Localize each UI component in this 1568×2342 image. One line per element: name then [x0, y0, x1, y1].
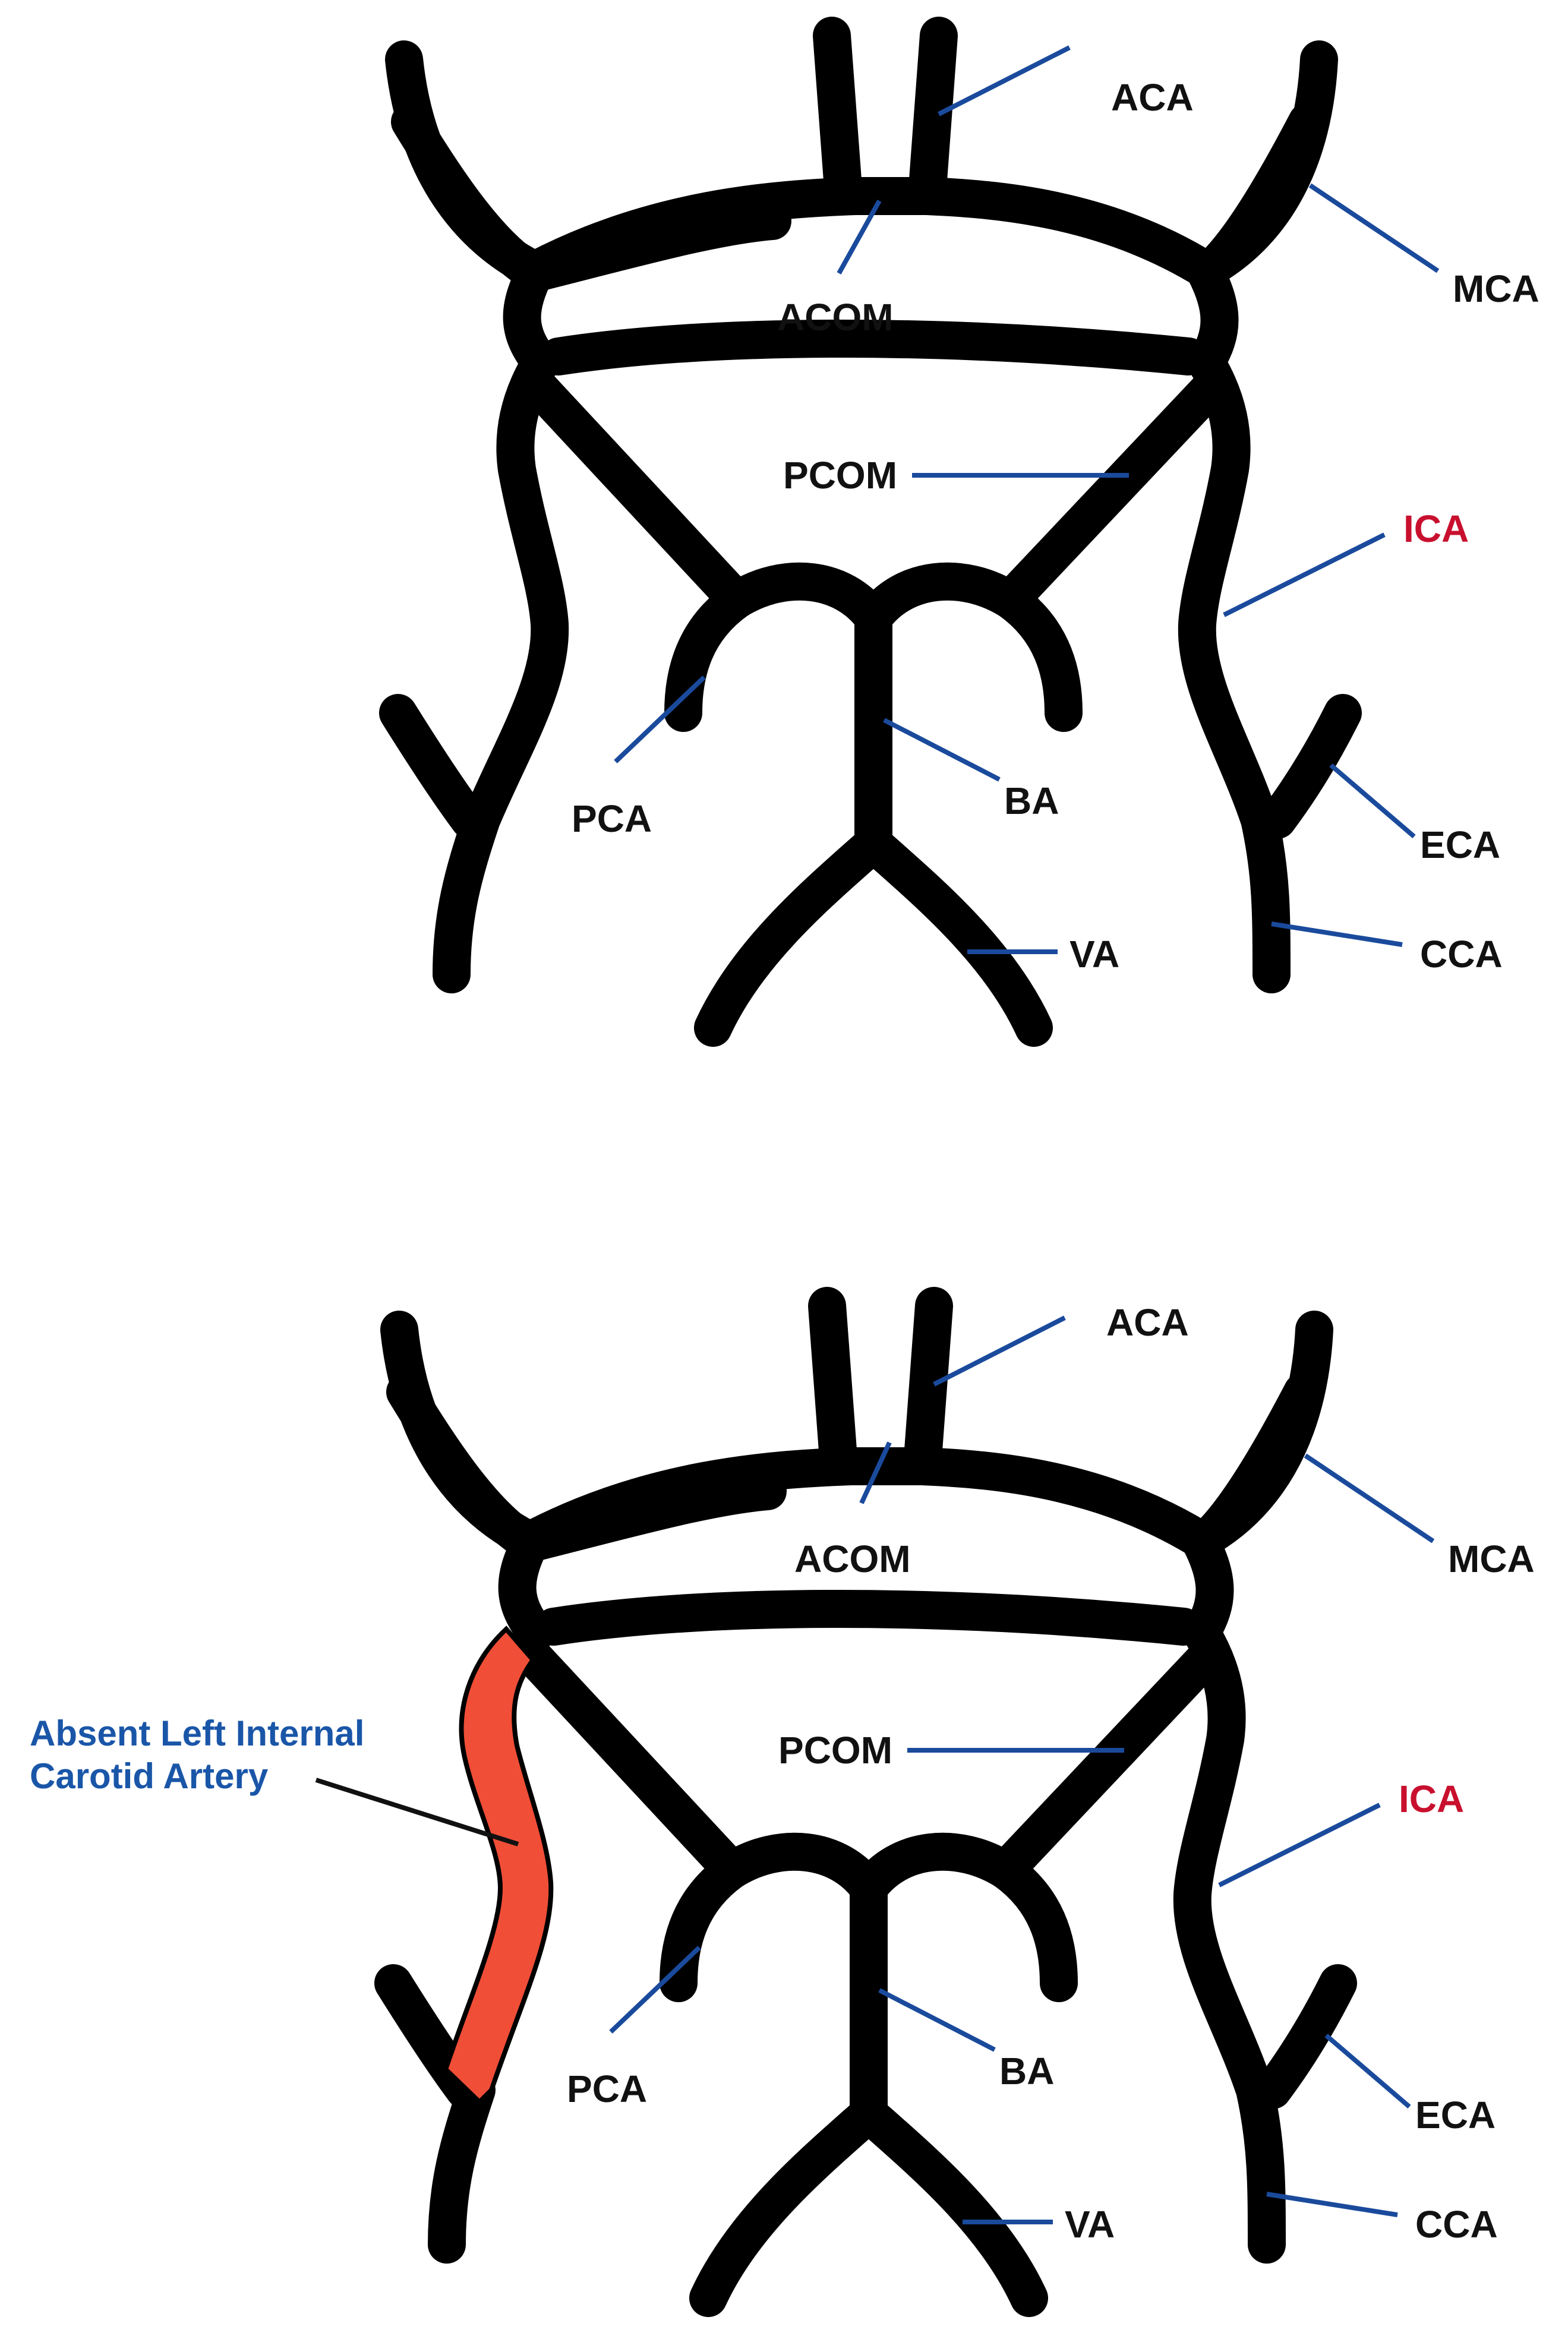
label-mca: MCA — [1453, 267, 1539, 310]
vessel-icat-left-lumen — [521, 207, 786, 287]
vessel-p1-right-lumen — [860, 567, 1024, 632]
panel-normal-anatomy: ACA ACOM MCA PCOM ICA PCA BA ECA VA CCA — [379, 17, 1539, 1047]
vessel-va-right-lumen — [860, 830, 1048, 1041]
vessel-pcom-top-lumen — [540, 1595, 1197, 1640]
annotation-line-1: Absent Left Internal — [30, 1713, 364, 1753]
leader-cca — [1266, 2192, 1398, 2217]
vessel-mca-left-lumen — [392, 1378, 544, 1557]
vessel-labels: ACA ACOM MCA PCOM ICA PCA BA ECA VA CCA — [572, 76, 1539, 976]
vessel-eca-right-lumen — [1264, 699, 1356, 834]
label-cca: CCA — [1415, 2203, 1498, 2246]
label-eca: ECA — [1420, 823, 1500, 866]
leader-ba — [883, 718, 1001, 782]
label-pcom: PCOM — [783, 454, 897, 497]
vessel-mca-right-lumen — [1188, 1378, 1316, 1557]
label-aca: ACA — [1106, 1301, 1189, 1344]
vessel-aca-stem-right-lumen — [908, 1292, 948, 1480]
vessel-pca-right-lumen — [992, 1857, 1072, 1997]
vessel-pcom-left-lumen — [519, 1643, 746, 1884]
leader-acom — [837, 200, 882, 274]
vessel-icat-left-lumen — [516, 1478, 781, 1557]
leader-ica — [1223, 532, 1386, 617]
vessel-p1-left-lumen — [718, 1838, 882, 1902]
label-eca: ECA — [1415, 2094, 1496, 2136]
vessel-va-right-lumen — [855, 2100, 1043, 2312]
vessel-ic-right-lumen — [1183, 260, 1285, 988]
leader-aca — [933, 1315, 1066, 1387]
vessel-aca-stem-left-lumen — [818, 22, 857, 210]
label-ica: ICA — [1399, 1778, 1464, 1820]
leader-mca — [1304, 1453, 1435, 1544]
label-acom: ACOM — [794, 1538, 911, 1580]
leader-cca — [1271, 921, 1403, 947]
vessel-pcom-right-lumen — [992, 1643, 1221, 1884]
vessel-labels: ACA ACOM MCA PCOM ICA PCA BA ECA VA CCA … — [30, 1301, 1535, 2246]
vessel-eca-right-lumen — [1259, 1969, 1352, 2104]
label-pca: PCA — [572, 797, 652, 840]
vessel-ic-right-lumen — [1178, 1530, 1280, 2258]
leader-absent-ica — [315, 1778, 519, 1847]
leader-aca — [938, 45, 1071, 116]
vessel-eca-left-lumen — [384, 699, 483, 834]
leader-acom — [859, 1441, 892, 1504]
label-pcom: PCOM — [778, 1729, 892, 1772]
vessel-pcom-right-lumen — [996, 373, 1226, 614]
label-pca: PCA — [567, 2068, 647, 2110]
vessel-cca-left-inner — [433, 2076, 490, 2258]
label-mca: MCA — [1448, 1538, 1535, 1580]
label-va: VA — [1065, 2203, 1115, 2246]
leader-ica — [1218, 1803, 1381, 1888]
label-acom: ACOM — [777, 296, 894, 339]
leader-pca — [614, 676, 706, 763]
vessel-va-left-lumen — [699, 830, 887, 1041]
vessel-drawing — [379, 17, 1362, 1047]
leader-pca — [609, 1946, 701, 2034]
label-ba: BA — [1004, 779, 1059, 822]
vessel-aca-stem-right-lumen — [913, 22, 952, 210]
vessel-mca-right-lumen — [1192, 108, 1321, 287]
leader-mca — [1308, 183, 1440, 273]
panel-absent-left-ica: ACA ACOM MCA PCOM ICA PCA BA ECA VA CCA … — [30, 1287, 1535, 2317]
vessel-va-left-lumen — [695, 2100, 882, 2312]
label-va: VA — [1069, 933, 1119, 976]
vessel-pca-right-lumen — [996, 586, 1077, 727]
label-ica: ICA — [1403, 507, 1469, 550]
leader-ba — [878, 1988, 996, 2052]
vessel-drawing — [374, 1287, 1357, 2317]
vessel-aca-stem-left-lumen — [813, 1292, 853, 1480]
vessel-p1-right-lumen — [855, 1838, 1019, 1902]
vessel-ic-left-lumen — [438, 260, 564, 988]
label-cca: CCA — [1420, 933, 1503, 976]
label-ba: BA — [999, 2050, 1054, 2092]
vessel-p1-left-lumen — [723, 567, 887, 632]
vessel-mca-left-lumen — [396, 108, 548, 287]
vessel-pcom-top-lumen — [545, 325, 1202, 370]
leader-eca — [1324, 2033, 1411, 2109]
vessel-pcom-left-lumen — [524, 373, 750, 614]
leader-lines — [614, 45, 1440, 954]
absent-left-ica-segment — [443, 1625, 554, 2106]
annotation-line-2: Carotid Artery — [30, 1756, 269, 1796]
label-aca: ACA — [1111, 76, 1194, 119]
leader-lines — [315, 1315, 1435, 2224]
leader-eca — [1329, 763, 1416, 839]
